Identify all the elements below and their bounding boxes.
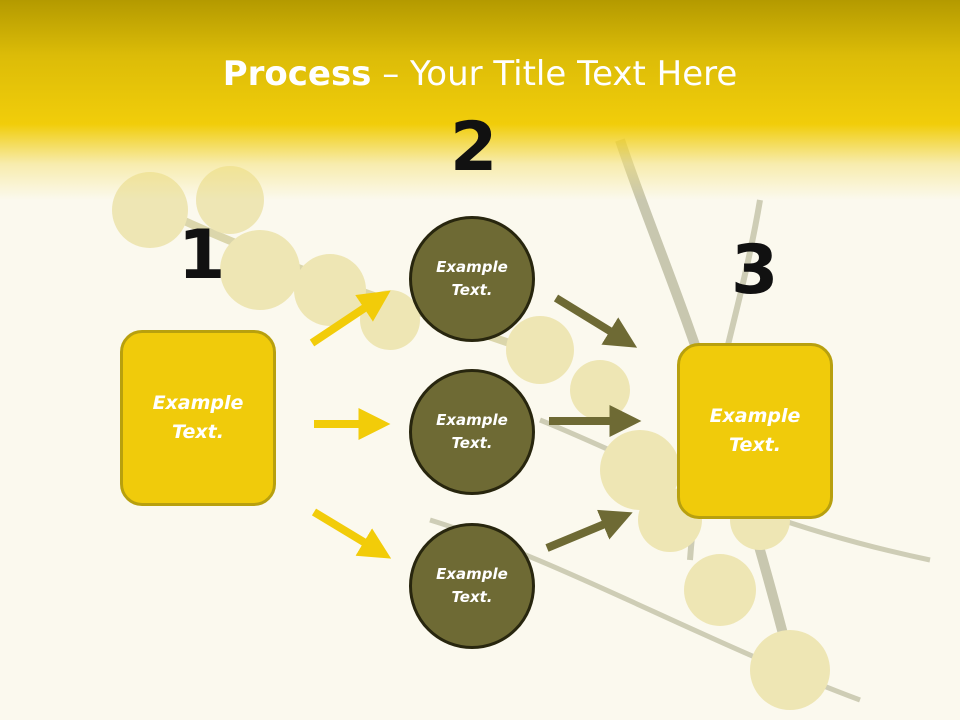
process-box-left-text: Example Text. [152, 392, 244, 443]
step-number-3: 3 [731, 231, 779, 310]
arrow-top-to-right [553, 294, 638, 348]
title-banner [0, 0, 960, 200]
process-circle-bottom-text: Example Text. [436, 565, 508, 606]
slide-title: Process – Your Title Text Here [0, 52, 960, 96]
arrow-left-to-bottom [311, 508, 392, 559]
process-circle-bottom: Example Text. [409, 523, 535, 649]
process-box-left: Example Text. [120, 330, 276, 506]
process-circle-middle-text: Example Text. [436, 411, 508, 452]
title-bold: Process [222, 54, 372, 94]
step-number-2: 2 [450, 108, 498, 187]
process-circle-top: Example Text. [409, 216, 535, 342]
arrow-bottom-to-right [545, 509, 633, 552]
process-box-right: Example Text. [677, 343, 833, 519]
process-box-right-text: Example Text. [709, 405, 801, 456]
process-circle-top-text: Example Text. [436, 258, 508, 299]
title-rest: – Your Title Text Here [371, 54, 738, 94]
process-circle-middle: Example Text. [409, 369, 535, 495]
arrow-left-to-top [309, 290, 391, 347]
step-number-1: 1 [178, 216, 226, 295]
